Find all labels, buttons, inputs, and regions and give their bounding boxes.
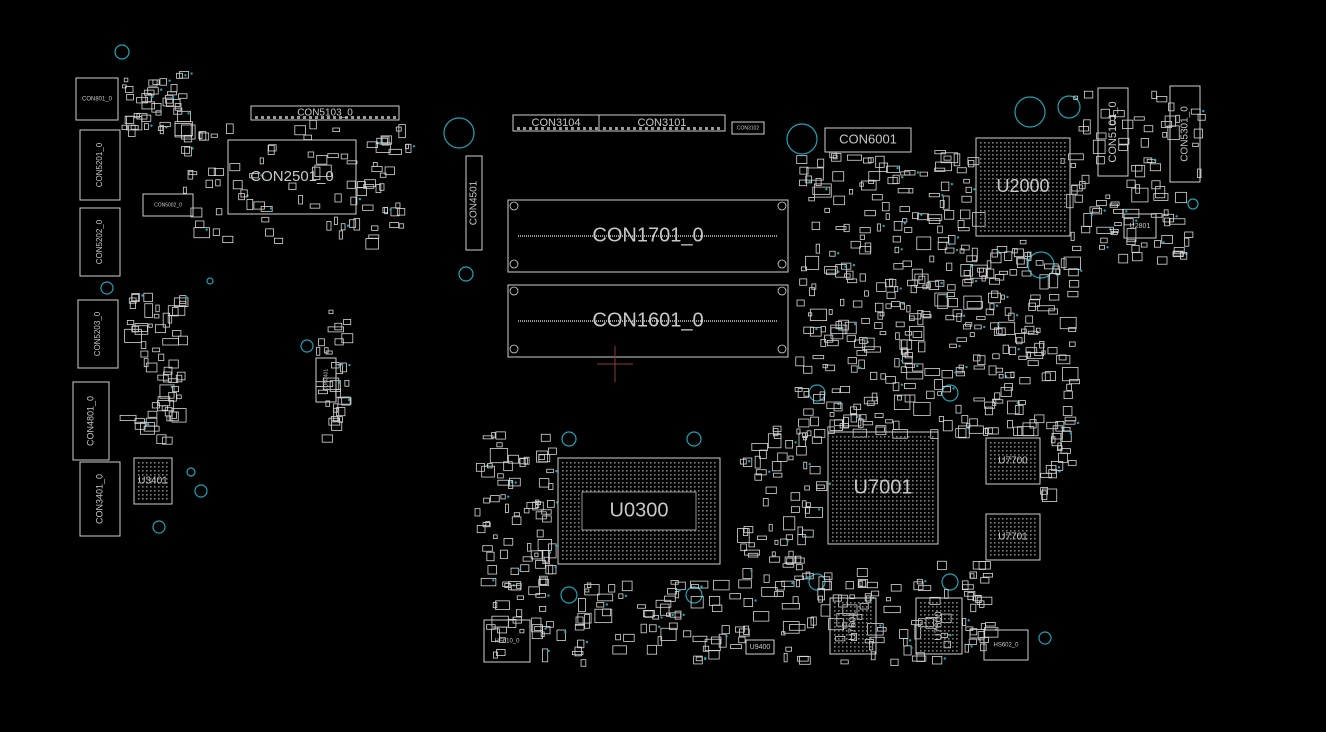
labeled-components: CON801_0CON5201_0CON5202_0CON5203_0CON48… [72,77,1201,663]
component-label-con3401: CON3401_0 [94,474,104,524]
mounting-hole [685,586,703,604]
mounting-hole [808,384,826,402]
component-con1601[interactable]: CON1601_0 [507,284,789,358]
component-u7601[interactable]: U7601 [829,597,877,655]
mounting-hole [1027,251,1055,279]
component-con5203[interactable]: CON5203_0 [77,299,119,369]
component-label-con3104: CON3104 [532,117,581,129]
u3401-ball-grid [138,462,168,500]
component-label-hs610: HS610_0 [494,639,520,645]
component-u2801[interactable]: U2801 [1123,213,1157,239]
component-label-con6001: CON6001 [839,131,897,146]
smd-components [119,71,1206,667]
mounting-hole [786,123,818,155]
component-label-con1701: CON1701_0 [592,224,703,246]
mounting-hole [206,277,214,285]
crosshair-cursor [597,346,633,382]
component-con1701[interactable]: CON1701_0 [507,199,789,273]
u7701-ball-grid [990,518,1036,556]
component-con3102[interactable]: CON3102 [731,121,765,135]
component-con3401[interactable]: CON3401_0 [79,461,121,537]
component-hs610[interactable]: HS610_0 [483,619,531,663]
component-u0300[interactable]: U0300 [557,457,721,565]
component-u7600[interactable]: U7600 [915,597,963,655]
component-label-u7701: U7701 [998,532,1028,543]
mounting-hole [100,281,114,295]
component-con2501[interactable]: CON2501_0 [227,139,357,215]
u7001-ball-grid [832,436,934,542]
component-hs602[interactable]: HS602_0 [983,629,1029,661]
component-label-con5201: CON5201_0 [95,142,104,187]
component-u2000[interactable]: U2000 [975,137,1071,237]
mounting-holes [100,44,1199,645]
mounting-hole [808,573,826,591]
component-con4801[interactable]: CON4801_0 [72,381,110,461]
mounting-hole [152,520,166,534]
component-label-u7600: U7600 [934,611,945,641]
component-con6001[interactable]: CON6001 [824,127,912,153]
component-con3101[interactable]: CON3101 [598,114,726,132]
u7700-ball-grid [990,442,1036,480]
component-label-con3401b: CON3401 [323,369,329,391]
component-label-u0300: U0300 [610,499,669,521]
component-label-con3101: CON3101 [638,117,687,129]
component-u3401[interactable]: U3401 [133,457,173,505]
mounting-hole [194,484,208,498]
component-label-con5002: CON5002_0 [154,202,182,208]
mounting-hole [941,573,959,591]
mounting-hole [1187,198,1199,210]
component-con5002[interactable]: CON5002_0 [142,193,194,217]
component-con5202[interactable]: CON5202_0 [79,207,121,277]
mounting-hole [561,431,577,447]
component-label-con2501: CON2501_0 [250,168,333,185]
component-con5201[interactable]: CON5201_0 [79,129,121,201]
component-con3104[interactable]: CON3104 [512,114,600,132]
component-label-u2801: U2801 [1130,223,1151,230]
component-u9400[interactable]: U9400 [745,639,775,655]
component-label-con801: CON801_0 [82,97,113,103]
mounting-hole [941,384,959,402]
component-u7700[interactable]: U7700 [985,437,1041,485]
component-label-con5101: CON5101_0 [1107,101,1119,162]
u7600-ball-grid [920,602,958,652]
u2000-ball-grid [980,142,1066,232]
component-label-con1601: CON1601_0 [592,309,703,331]
component-label-u9400: U9400 [750,644,771,651]
component-label-u7001: U7001 [854,476,913,498]
mounting-hole [1057,95,1081,119]
component-label-u7700: U7700 [998,456,1028,467]
mounting-hole [1038,631,1052,645]
component-u7701[interactable]: U7701 [985,513,1041,561]
component-u7001[interactable]: U7001 [827,431,939,545]
mounting-hole [300,339,314,353]
mounting-hole [1014,96,1046,128]
component-label-con4801: CON4801_0 [85,396,95,446]
mounting-hole [560,586,578,604]
component-label-u7601: U7601 [848,611,859,641]
mounting-hole [443,117,475,149]
component-label-u2000: U2000 [996,176,1049,196]
mounting-hole [186,467,196,477]
u7601-ball-grid [834,602,872,652]
component-con5103[interactable]: CON5103_0 [250,105,400,121]
component-con5301[interactable]: CON5301_0 [1169,85,1201,183]
component-con4501[interactable]: CON4501 [465,155,483,251]
component-label-con5301: CON5301_0 [1180,106,1191,162]
component-label-con5202: CON5202_0 [95,219,104,264]
mounting-hole [114,44,130,60]
component-label-con4501: CON4501 [469,180,480,225]
component-con801[interactable]: CON801_0 [75,77,119,121]
mounting-hole [458,266,474,282]
component-label-hs602: HS602_0 [993,643,1019,649]
component-con3401b[interactable]: CON3401 [315,357,337,403]
component-label-con3102: CON3102 [737,125,759,131]
mounting-hole [686,431,702,447]
component-con5101[interactable]: CON5101_0 [1097,87,1129,177]
component-label-u3401: U3401 [138,476,168,487]
component-label-con5103: CON5103_0 [297,108,353,119]
component-label-con5203: CON5203_0 [93,311,102,356]
